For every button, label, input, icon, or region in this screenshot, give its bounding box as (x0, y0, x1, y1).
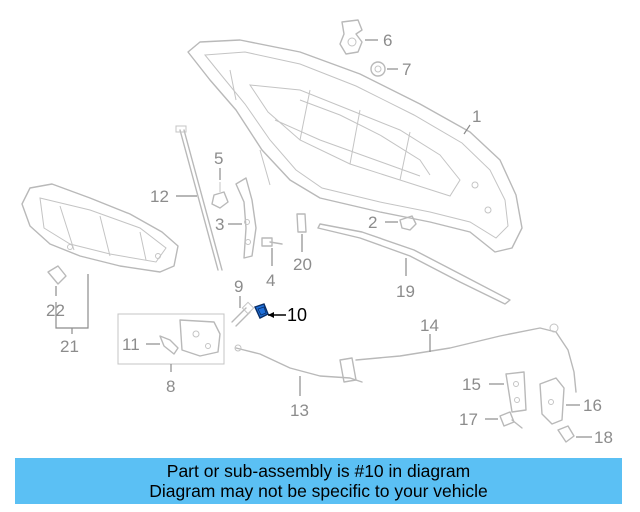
insulator-clip (47, 265, 67, 285)
caption-line-2: Diagram may not be specific to your vehi… (149, 481, 488, 501)
callout-13: 13 (290, 401, 309, 420)
callout-18: 18 (594, 428, 613, 447)
latch-bolt (231, 301, 255, 327)
release-handle-bracket (505, 371, 527, 413)
callout-2: 2 (368, 213, 377, 232)
callout-6: 6 (383, 31, 392, 50)
callout-17: 17 (459, 410, 478, 429)
callout-1: 1 (472, 107, 481, 126)
release-cable-rear (355, 323, 577, 393)
release-cable-front (234, 344, 363, 383)
caption-banner: Part or sub-assembly is #10 in diagram D… (15, 458, 622, 504)
part-10-highlighted (254, 303, 269, 319)
hood-insulator (21, 183, 179, 273)
support-clip (211, 182, 229, 209)
hood-strut (175, 125, 223, 271)
handle-screw (499, 411, 523, 429)
hood-panel (187, 39, 523, 253)
caption-line-1: Part or sub-assembly is #10 in diagram (166, 461, 471, 481)
callout-4: 4 (266, 271, 275, 290)
hinge-bolt (261, 237, 283, 247)
callout-9: 9 (234, 277, 243, 296)
callout-16: 16 (583, 396, 602, 415)
callout-19: 19 (396, 282, 415, 301)
callout-22: 22 (46, 301, 65, 320)
latch-bracket (339, 19, 363, 55)
hood-hinge (235, 177, 257, 259)
callout-12: 12 (150, 187, 169, 206)
callout-21: 21 (60, 337, 79, 356)
release-handle (539, 377, 565, 425)
callout-3: 3 (215, 215, 224, 234)
callout-20: 20 (293, 255, 312, 274)
hood-seal (317, 223, 511, 305)
retainer-clip (296, 213, 307, 233)
parts-diagram: 1 6 7 2 5 12 3 4 (21, 19, 613, 447)
callout-15: 15 (462, 375, 481, 394)
clip (399, 215, 417, 231)
callout-8: 8 (166, 377, 175, 396)
callout-7: 7 (402, 60, 411, 79)
hood-bumper (370, 61, 386, 77)
callout-14: 14 (420, 316, 439, 335)
callout-10: 10 (287, 305, 307, 325)
callout-5: 5 (214, 149, 223, 168)
cable-clip (557, 425, 575, 443)
callout-11: 11 (122, 335, 140, 354)
